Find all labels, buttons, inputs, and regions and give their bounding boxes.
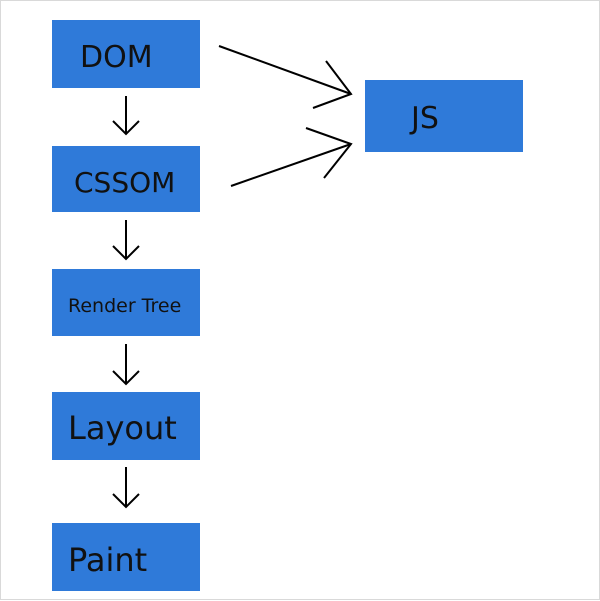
js-node: JS xyxy=(365,80,523,152)
render-tree-node: Render Tree xyxy=(52,269,200,336)
render-tree-label: Render Tree xyxy=(68,294,182,317)
arrow-layout-to-paint xyxy=(112,467,140,509)
cssom-label: CSSOM xyxy=(74,165,176,199)
arrow-dom-to-cssom xyxy=(112,96,140,136)
cssom-node: CSSOM xyxy=(52,146,200,212)
dom-node: DOM xyxy=(52,20,200,88)
arrow-cssom-to-render-tree xyxy=(112,220,140,261)
dom-label: DOM xyxy=(80,39,153,75)
layout-label: Layout xyxy=(68,409,177,447)
layout-node: Layout xyxy=(52,392,200,460)
js-label: JS xyxy=(411,100,439,136)
arrow-cssom-to-js xyxy=(230,127,353,187)
paint-node: Paint xyxy=(52,523,200,591)
paint-label: Paint xyxy=(68,541,148,579)
arrow-render-tree-to-layout xyxy=(112,344,140,386)
arrow-dom-to-js xyxy=(218,45,353,109)
